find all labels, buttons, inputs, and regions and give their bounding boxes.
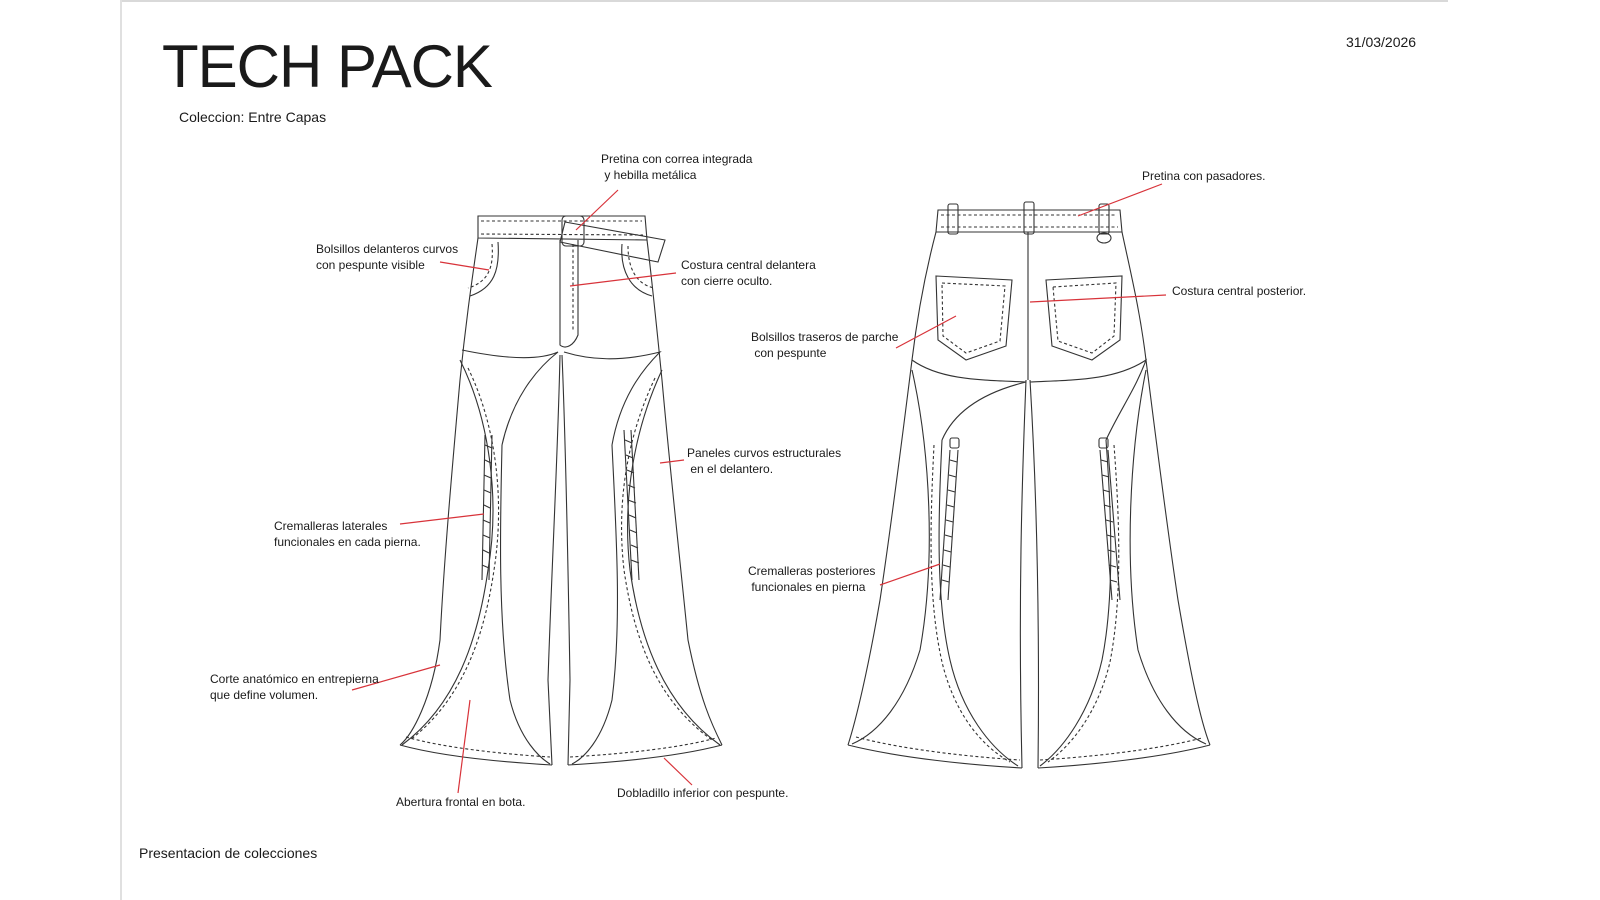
leader-back-seam bbox=[1029, 294, 1167, 303]
label-curved-panels: Paneles curvos estructurales en el delan… bbox=[687, 446, 842, 476]
front-right-inseam bbox=[561, 354, 571, 766]
leader-hem bbox=[663, 757, 693, 786]
front-right-pocket bbox=[621, 243, 653, 297]
front-right-curved-panel bbox=[627, 369, 721, 746]
label-side-zippers: Cremalleras laterales funcionales en cad… bbox=[274, 519, 421, 549]
leader-front-slit bbox=[457, 699, 471, 794]
back-belt-loop bbox=[1098, 203, 1110, 235]
back-left-panel-stitch bbox=[930, 444, 1011, 763]
back-right-pocket-stitch bbox=[1052, 282, 1117, 354]
back-buckle-ring bbox=[1096, 232, 1112, 244]
front-right-hem bbox=[567, 744, 723, 766]
back-waistband bbox=[935, 209, 1123, 233]
back-right-hem bbox=[1037, 744, 1211, 769]
back-right-inseam bbox=[1029, 379, 1040, 769]
leader-side-zippers bbox=[399, 513, 485, 525]
front-left-crotch-cut bbox=[499, 444, 551, 765]
front-waistband-stitch bbox=[480, 220, 644, 236]
back-belt-loop bbox=[947, 203, 959, 235]
front-left-panel-stitch bbox=[409, 367, 500, 741]
leader-curved-panels bbox=[659, 459, 685, 464]
collection-label: Coleccion: Entre Capas bbox=[179, 109, 327, 125]
back-left-side-curve bbox=[851, 369, 930, 745]
label-back-seam: Costura central posterior. bbox=[1172, 284, 1307, 298]
back-right-curved-panel bbox=[1039, 439, 1112, 767]
page-title: TECH PACK bbox=[162, 33, 493, 100]
back-left-hem-stitch bbox=[855, 736, 1021, 761]
page-left-border bbox=[120, 0, 122, 900]
front-right-yoke-curve bbox=[563, 350, 662, 446]
front-left-zipper bbox=[481, 434, 493, 581]
label-front-slit: Abertura frontal en bota. bbox=[396, 795, 526, 809]
leader-front-seam bbox=[569, 272, 677, 287]
back-right-outseam bbox=[1121, 231, 1211, 746]
back-waistband-stitch bbox=[941, 214, 1118, 228]
front-left-outseam bbox=[399, 237, 479, 746]
back-left-pocket bbox=[935, 275, 1013, 361]
back-left-hem bbox=[847, 744, 1023, 769]
back-right-hem-stitch bbox=[1039, 737, 1203, 761]
back-right-side-curve bbox=[1129, 369, 1207, 745]
back-right-pocket bbox=[1045, 275, 1123, 361]
label-front-seam: Costura central delantera con cierre ocu… bbox=[681, 258, 816, 288]
label-back-zippers: Cremalleras posteriores funcionales en p… bbox=[748, 564, 876, 594]
back-left-outseam bbox=[847, 231, 937, 746]
front-pants-sketch bbox=[399, 215, 723, 766]
back-left-zipper bbox=[939, 437, 960, 601]
front-left-hem bbox=[399, 744, 553, 766]
front-left-curved-panel bbox=[401, 359, 494, 746]
label-waistband-back: Pretina con pasadores. bbox=[1142, 169, 1266, 183]
leader-back-pockets bbox=[895, 315, 957, 349]
back-left-curved-panel bbox=[938, 439, 1019, 767]
label-back-pockets: Bolsillos traseros de parche con pespunt… bbox=[751, 330, 899, 360]
label-hem: Dobladillo inferior con pespunte. bbox=[617, 786, 789, 800]
page-top-border bbox=[120, 0, 1448, 2]
label-crotch-cut: Corte anatómico en entrepierna que defin… bbox=[210, 672, 379, 702]
back-right-panel-stitch bbox=[1047, 444, 1120, 763]
leader-back-zippers bbox=[879, 563, 941, 586]
back-left-yoke bbox=[911, 359, 1027, 441]
label-front-pockets: Bolsillos delanteros curvos con pespunte… bbox=[316, 242, 459, 272]
front-left-hem-stitch bbox=[405, 736, 551, 758]
front-right-pocket-stitch bbox=[627, 245, 655, 289]
callout-leader-lines bbox=[351, 183, 1167, 794]
back-left-inseam bbox=[1019, 379, 1027, 769]
leader-waistband-back bbox=[1077, 183, 1163, 217]
front-left-pocket-stitch bbox=[467, 243, 493, 289]
back-right-yoke bbox=[1029, 358, 1148, 441]
front-left-inseam bbox=[547, 354, 561, 766]
back-right-zipper bbox=[1098, 437, 1121, 601]
back-pants-sketch bbox=[847, 201, 1211, 769]
front-fly bbox=[559, 240, 579, 348]
footer-text: Presentacion de colecciones bbox=[139, 845, 318, 861]
leader-crotch-cut bbox=[351, 664, 441, 691]
back-belt-loop bbox=[1023, 201, 1035, 235]
front-right-outseam bbox=[646, 239, 723, 746]
leader-waistband-front bbox=[575, 189, 619, 231]
front-right-zipper bbox=[623, 429, 640, 581]
front-right-crotch-cut bbox=[571, 444, 618, 765]
date-label: 31/03/2026 bbox=[1346, 34, 1417, 50]
label-waistband-front: Pretina con correa integrada y hebilla m… bbox=[601, 152, 753, 182]
leader-front-pockets bbox=[439, 261, 490, 271]
front-right-panel-stitch bbox=[621, 377, 713, 741]
front-right-hem-stitch bbox=[569, 737, 717, 758]
front-left-yoke-curve bbox=[461, 349, 559, 446]
front-left-pocket bbox=[469, 241, 499, 297]
